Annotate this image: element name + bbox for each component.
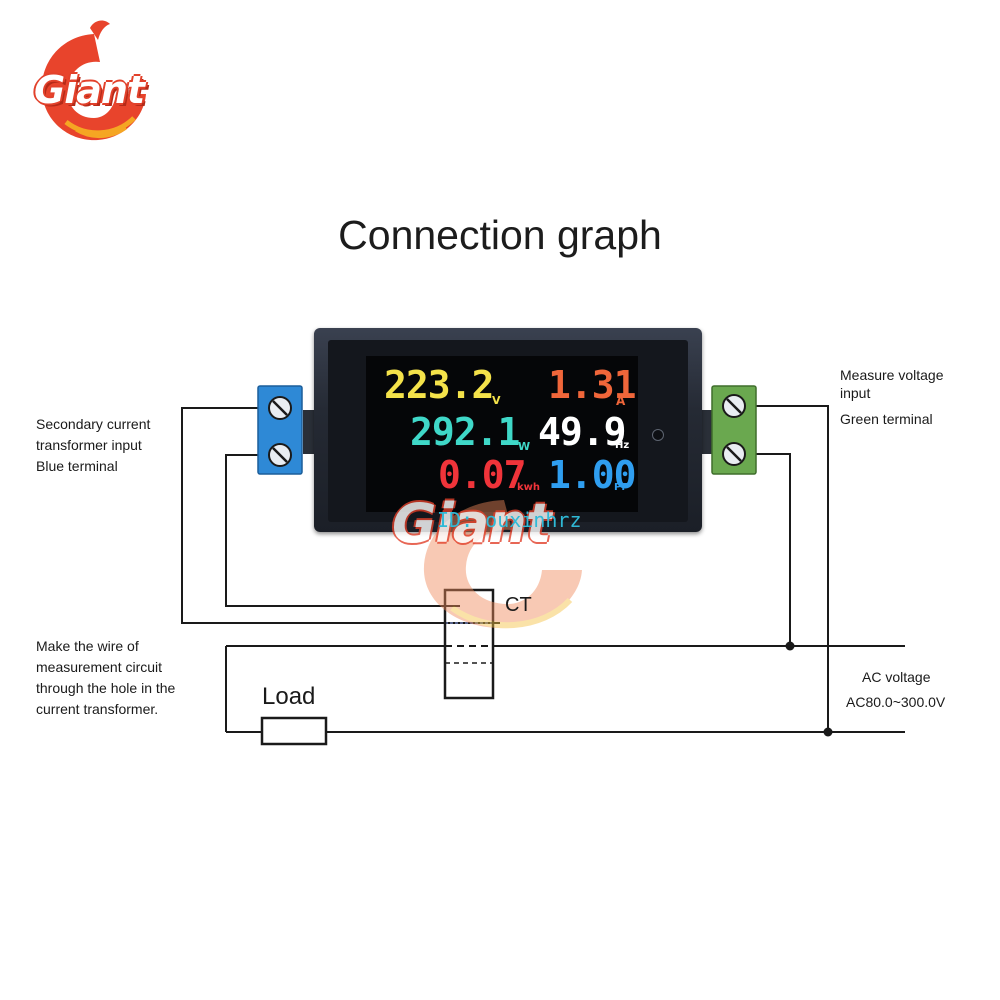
junction-dot-bottom bbox=[823, 727, 833, 737]
note-line: current transformer. bbox=[36, 701, 159, 717]
note-line: Secondary current bbox=[36, 416, 151, 432]
note-line: Make the wire of bbox=[36, 638, 139, 654]
voltage-reading: 223.2 bbox=[384, 363, 494, 407]
ac-voltage-range: AC80.0~300.0V bbox=[846, 692, 945, 713]
meter-screen bbox=[366, 356, 638, 512]
frequency-reading: 49.9 bbox=[538, 410, 627, 454]
voltage-unit: V bbox=[492, 394, 501, 407]
green-terminal-note: Measure voltage input Green terminal bbox=[840, 366, 944, 428]
note-line: through the hole in the bbox=[36, 680, 176, 696]
wire-voltage-1 bbox=[756, 405, 829, 732]
note-line: Green terminal bbox=[840, 411, 933, 427]
logo-wordmark: Giant bbox=[34, 68, 145, 112]
meter-indicator bbox=[652, 429, 664, 441]
power-reading: 292.1 bbox=[410, 410, 520, 454]
wire-instruction-note: Make the wire of measurement circuit thr… bbox=[36, 636, 175, 720]
ac-voltage-note: AC voltage bbox=[862, 666, 930, 688]
wire-ct-loop-outer bbox=[181, 407, 500, 624]
blue-terminal-note: Secondary current transformer input Blue… bbox=[36, 414, 150, 477]
note-line: input bbox=[840, 385, 871, 401]
load-label: Load bbox=[262, 683, 316, 710]
frequency-unit: Hz bbox=[615, 440, 630, 451]
note-line: Measure voltage bbox=[840, 367, 944, 383]
note-line: transformer input bbox=[36, 437, 142, 453]
note-line: AC voltage bbox=[862, 669, 931, 685]
wire-ct-loop-inner bbox=[225, 454, 460, 607]
screw-icon bbox=[722, 394, 746, 418]
power-factor-unit: PF bbox=[614, 482, 629, 493]
giant-logo-icon bbox=[41, 20, 146, 141]
power-factor-reading: 1.00 bbox=[548, 453, 637, 497]
note-line: measurement circuit bbox=[36, 659, 163, 675]
screw-icon bbox=[268, 443, 292, 467]
meter-id-text: ID: ouxinhrz bbox=[437, 508, 582, 532]
power-unit: W bbox=[518, 440, 531, 453]
screw-icon bbox=[268, 396, 292, 420]
ct-label: CT bbox=[505, 594, 532, 616]
current-transformer bbox=[443, 588, 495, 700]
current-reading: 1.31 bbox=[548, 363, 637, 407]
energy-reading: 0.07 bbox=[438, 453, 527, 497]
current-unit: A bbox=[616, 394, 626, 408]
meter-clip-right bbox=[701, 410, 713, 454]
junction-dot-top bbox=[785, 641, 795, 651]
note-line: AC80.0~300.0V bbox=[846, 694, 946, 710]
meter-clip-left bbox=[303, 410, 315, 454]
load-resistor bbox=[260, 716, 328, 746]
wire-voltage-2 bbox=[756, 453, 791, 646]
screw-icon bbox=[722, 442, 746, 466]
energy-unit: kwh bbox=[517, 482, 541, 493]
note-line: Blue terminal bbox=[36, 458, 118, 474]
page-title: Connection graph bbox=[338, 212, 662, 258]
